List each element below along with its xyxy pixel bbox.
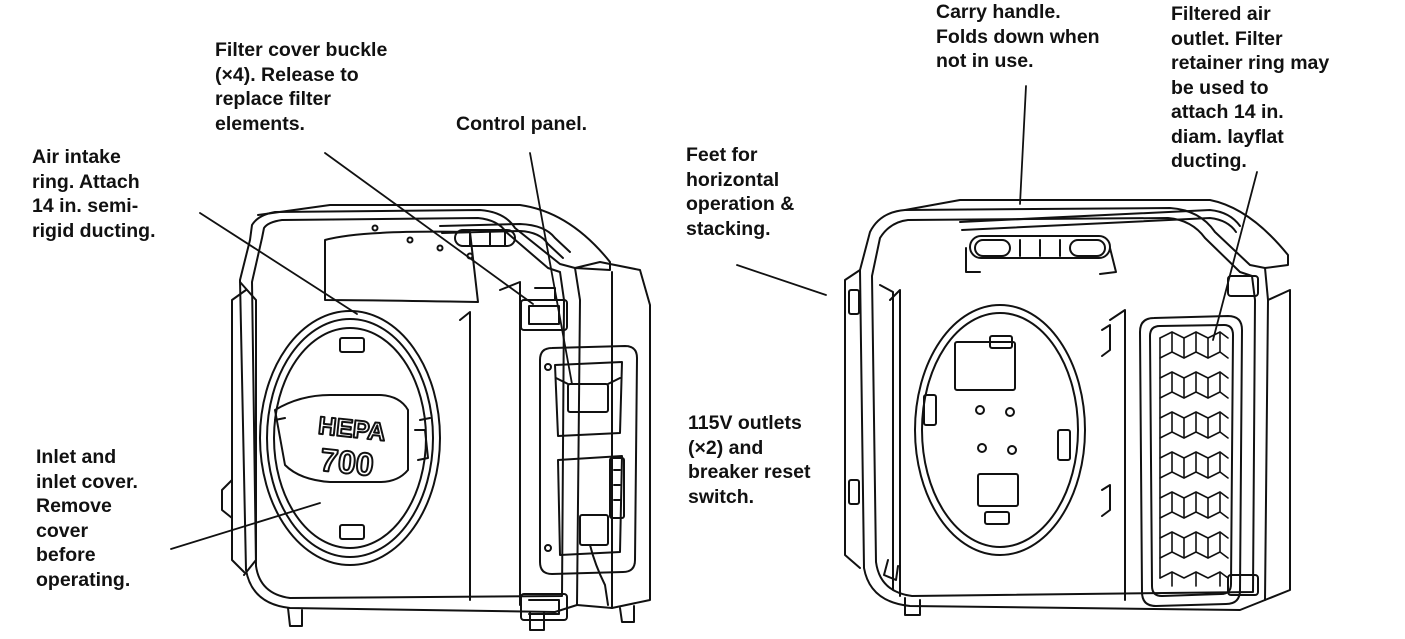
leader-inlet-cover	[170, 502, 321, 550]
callout-air-intake-ring: Air intake ring. Attach 14 in. semi- rig…	[32, 146, 156, 242]
callout-filter-cover-buckle: Filter cover buckle (×4). Release to rep…	[215, 39, 388, 135]
callout-inlet-cover: Inlet and inlet cover. Remove cover befo…	[36, 446, 138, 591]
back-view-unit	[844, 199, 1291, 616]
callout-outlets: 115V outlets (×2) and breaker reset swit…	[688, 412, 811, 508]
front-view-unit: HEPA 700	[221, 204, 651, 631]
leader-air-outlet	[1212, 171, 1258, 341]
leader-filter-buckle	[324, 152, 534, 305]
callout-filtered-air-outlet: Filtered air outlet. Filter retainer rin…	[1171, 3, 1330, 172]
leader-feet	[736, 264, 827, 296]
leader-air-intake	[199, 212, 358, 315]
unit-logo-hepa: HEPA	[317, 412, 387, 447]
leader-control-panel	[529, 152, 573, 385]
leader-lines	[170, 85, 1258, 550]
callout-control-panel: Control panel.	[456, 113, 588, 135]
callout-carry-handle: Carry handle. Folds down when not in use…	[936, 1, 1100, 72]
leader-carry-handle	[1019, 85, 1027, 205]
callout-feet: Feet for horizontal operation & stacking…	[686, 144, 795, 240]
unit-logo-700: 700	[319, 442, 376, 483]
